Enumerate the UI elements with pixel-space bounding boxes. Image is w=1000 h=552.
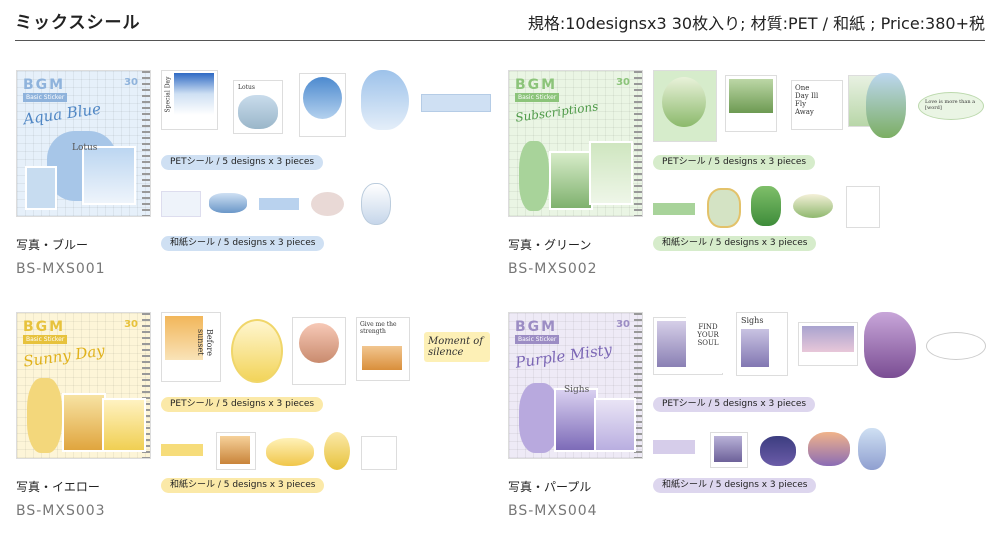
pet-label: PETシール / 5 designs x 3 pieces [161, 155, 324, 170]
product-card-green: BGM Basic Sticker 30 Subscriptions One D… [508, 70, 988, 310]
package-count: 30 [616, 77, 630, 88]
page-title: ミックスシール [15, 13, 141, 33]
sticker-cloud-blob [361, 70, 409, 130]
washi-sticker-5 [361, 436, 397, 470]
sticker-label: Moment of silence [428, 336, 484, 358]
sticker-tulips [292, 317, 346, 385]
color-name: 写真・パープル [508, 480, 592, 494]
product-card-blue: BGM Basic Sticker 30 Aqua Blue Lotus Spe… [16, 70, 496, 310]
sticker-blob [866, 73, 906, 138]
sticker-label: Before sunset [196, 329, 214, 356]
washi-sticker-2 [209, 193, 247, 213]
washi-sticker-3 [760, 436, 796, 466]
sticker-mountain [798, 322, 858, 366]
product-card-purple: BGM Basic Sticker 30 Purple Misty Sighs … [508, 312, 988, 552]
package-brand: BGM [23, 77, 66, 93]
washi-sticker-1 [653, 203, 695, 215]
package-subtitle: Basic Sticker [23, 93, 68, 102]
sticker-label: Lotus [238, 84, 255, 91]
sticker-sighs: Sighs [736, 312, 788, 376]
sticker-special-day: Special Day [161, 70, 218, 130]
sticker-oval-text [926, 332, 986, 360]
washi-sticker-4 [793, 194, 833, 218]
sticker-one-day: One Day Ill Fly Away [791, 80, 843, 130]
package-count: 30 [124, 77, 138, 88]
sticker-purple-blob [864, 312, 916, 378]
color-name: 写真・イエロー [16, 480, 100, 494]
sticker-label: Love is more than a [word] [925, 99, 976, 111]
package-subtitle: Basic Sticker [515, 93, 560, 102]
washi-sticker-5 [361, 183, 391, 225]
package-subtitle: Basic Sticker [23, 335, 68, 344]
washi-sticker-3 [751, 186, 781, 226]
sticker-lotus: Lotus [233, 80, 283, 134]
pet-label: PETシール / 5 designs x 3 pieces [653, 397, 816, 412]
washi-sticker-2 [707, 188, 741, 228]
washi-sticker-1 [161, 191, 201, 217]
package-count: 30 [616, 319, 630, 330]
washi-sticker-4 [311, 192, 344, 216]
sticker-label: Special Day [164, 76, 172, 113]
package-brand: BGM [515, 77, 558, 93]
package-image: BGM Basic Sticker 30 Subscriptions [508, 70, 643, 217]
sticker-field [725, 75, 777, 132]
washi-sticker-2 [710, 432, 748, 468]
washi-sticker-1 [161, 444, 203, 456]
sticker-tag [421, 94, 491, 112]
washi-sticker-3 [266, 438, 314, 466]
sticker-label: One Day Ill Fly Away [795, 84, 819, 116]
sticker-oval-text: Love is more than a [word] [918, 92, 984, 120]
sticker-moment-of-silence: Moment of silence [424, 332, 490, 362]
washi-label: 和紙シール / 5 designs x 3 pieces [161, 478, 325, 493]
sticker-flower-circle [231, 319, 283, 383]
package-subtitle: Basic Sticker [515, 335, 560, 344]
spec-text: 規格:10designsx3 30枚入り; 材質:PET / 和紙 ; Pric… [527, 14, 985, 33]
washi-label: 和紙シール / 5 designs x 3 pieces [653, 478, 817, 493]
washi-label: 和紙シール / 5 designs x 3 pieces [653, 236, 817, 251]
washi-sticker-2 [216, 432, 256, 470]
washi-label: 和紙シール / 5 designs x 3 pieces [161, 236, 325, 251]
sticker-before-sunset: Before sunset [161, 312, 221, 382]
color-name: 写真・グリーン [508, 238, 592, 252]
package-label: Sighs [564, 385, 590, 395]
washi-sticker-1 [653, 440, 695, 454]
package-brand: BGM [23, 319, 66, 335]
product-code: BS-MXS003 [16, 503, 106, 519]
product-code: BS-MXS004 [508, 503, 598, 519]
pet-label: PETシール / 5 designs x 3 pieces [161, 397, 324, 412]
header-divider [15, 40, 985, 41]
washi-sticker-4 [324, 432, 350, 470]
product-code: BS-MXS001 [16, 261, 106, 277]
sticker-photo-frame [653, 70, 717, 142]
sticker-give-strength: Give me the strength [356, 317, 410, 381]
package-label: Lotus [72, 143, 98, 153]
product-card-yellow: BGM Basic Sticker 30 Sunny Day Before su… [16, 312, 496, 552]
package-count: 30 [124, 319, 138, 330]
washi-sticker-4 [808, 432, 850, 466]
package-image: BGM Basic Sticker 30 Sunny Day [16, 312, 151, 459]
package-image: BGM Basic Sticker 30 Aqua Blue Lotus [16, 70, 151, 217]
sticker-oval-photo [299, 73, 346, 137]
sticker-label: Give me the strength [360, 321, 397, 335]
washi-sticker-5 [846, 186, 880, 228]
washi-sticker-3 [259, 198, 299, 210]
pet-label: PETシール / 5 designs x 3 pieces [653, 155, 816, 170]
washi-sticker-5 [858, 428, 886, 470]
package-image: BGM Basic Sticker 30 Purple Misty Sighs [508, 312, 643, 459]
color-name: 写真・ブルー [16, 238, 89, 252]
sticker-find-your-soul: FIND YOUR SOUL [686, 317, 726, 373]
product-code: BS-MXS002 [508, 261, 598, 277]
sticker-label: FIND YOUR SOUL [697, 323, 719, 347]
package-brand: BGM [515, 319, 558, 335]
sticker-label: Sighs [741, 316, 764, 325]
